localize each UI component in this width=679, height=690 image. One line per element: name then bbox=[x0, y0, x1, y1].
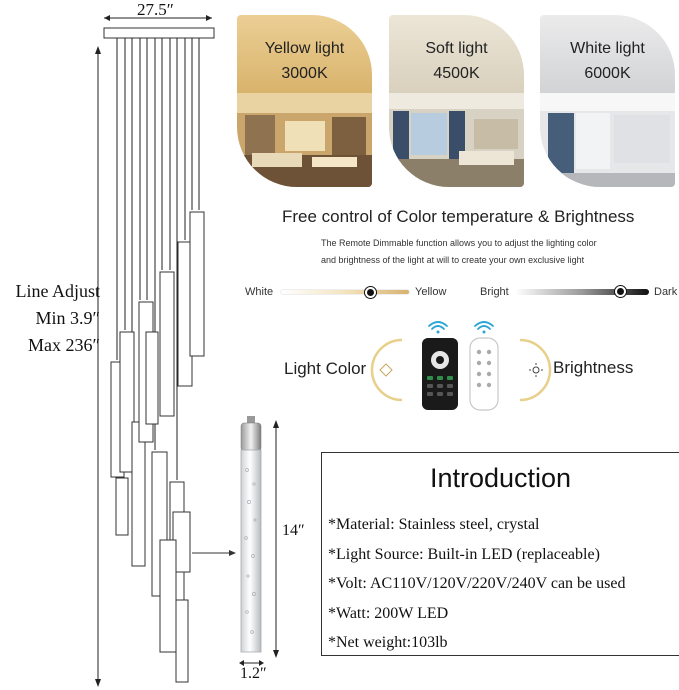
list-item: *Watt: 200W LED bbox=[328, 604, 449, 622]
list-item: *Net weight:103lb bbox=[328, 634, 448, 651]
control-headline: Free control of Color temperature & Brig… bbox=[282, 207, 635, 226]
color-temp-slider[interactable] bbox=[280, 287, 410, 298]
remote-control-icon bbox=[469, 321, 499, 411]
room-photo-soft bbox=[389, 93, 524, 187]
card-top-white bbox=[540, 15, 675, 93]
list-item: *Volt: AC110V/120V/220V/240V can be used bbox=[328, 575, 626, 592]
slider-brightness-left-label: Bright bbox=[480, 286, 509, 298]
line-adjust-title: Line Adjust bbox=[15, 281, 101, 301]
slider-brightness-right-label: Dark bbox=[654, 286, 678, 298]
card-top-soft bbox=[389, 15, 524, 93]
chandelier-drawing bbox=[95, 15, 236, 687]
list-item: *Material: Stainless steel, crystal bbox=[328, 516, 540, 533]
slider-color-right-label: Yellow bbox=[415, 286, 447, 298]
card-soft-light: Soft light 4500K bbox=[389, 15, 524, 187]
card-temperature: 4500K bbox=[433, 65, 480, 82]
card-title: White light bbox=[570, 40, 645, 57]
tube-diameter: 1.2″ bbox=[240, 665, 267, 682]
card-white-light: White light 6000K bbox=[540, 15, 675, 187]
smartphone-remote-icon bbox=[422, 321, 458, 410]
brightness-arc bbox=[519, 338, 552, 402]
color-temp-slider-knob[interactable] bbox=[364, 287, 376, 298]
brightness-slider[interactable] bbox=[515, 286, 649, 297]
width-dimension: 27.5″ bbox=[137, 0, 174, 19]
sun-icon bbox=[529, 363, 543, 377]
light-color-label: Light Color bbox=[284, 359, 367, 378]
card-temperature: 6000K bbox=[584, 65, 631, 82]
control-description-1: The Remote Dimmable function allows you … bbox=[321, 238, 597, 248]
introduction-box: Introduction *Material: Stainless steel,… bbox=[321, 452, 679, 656]
card-title: Yellow light bbox=[264, 40, 345, 57]
light-color-arc bbox=[370, 338, 403, 402]
slider-color-left-label: White bbox=[245, 286, 274, 298]
line-adjust-max: Max 236″ bbox=[28, 335, 100, 355]
introduction-title: Introduction bbox=[429, 463, 572, 493]
card-top-yellow bbox=[237, 15, 372, 93]
brightness-slider-knob[interactable] bbox=[614, 286, 626, 297]
line-adjust-min: Min 3.9″ bbox=[35, 308, 100, 328]
introduction-list: *Material: Stainless steel, crystal *Lig… bbox=[328, 510, 625, 658]
tube-length: 14″ bbox=[282, 522, 305, 539]
crystal-tube-detail bbox=[239, 416, 279, 666]
line-adjust-label: Line Adjust Min 3.9″ Max 236″ bbox=[0, 278, 101, 359]
control-description-2: and brightness of the light at will to c… bbox=[321, 255, 585, 265]
card-title: Soft light bbox=[425, 40, 488, 57]
card-yellow-light: Yellow light 3000K bbox=[237, 15, 372, 187]
list-item: *Light Source: Built-in LED (replaceable… bbox=[328, 545, 600, 563]
brightness-label: Brightness bbox=[553, 358, 634, 377]
card-temperature: 3000K bbox=[281, 65, 328, 82]
room-photo-white bbox=[540, 93, 675, 187]
room-photo-yellow bbox=[237, 93, 372, 187]
